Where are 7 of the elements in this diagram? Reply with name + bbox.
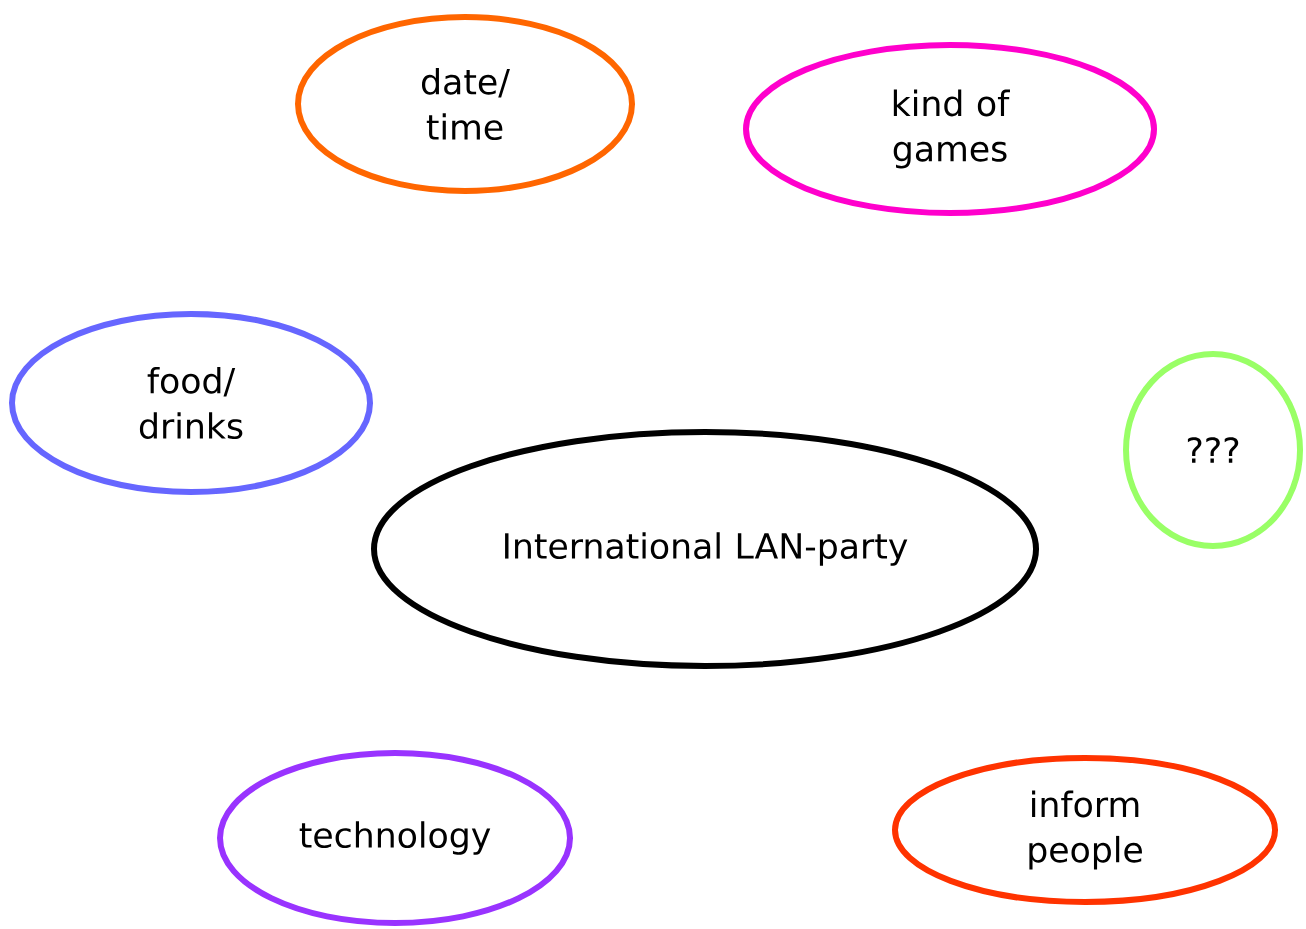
ellipse-node: technology (217, 750, 573, 926)
ellipse-node: kind of games (743, 42, 1157, 216)
ellipse-node: inform people (892, 755, 1278, 905)
ellipse-node: date/ time (295, 14, 635, 194)
ellipse-node: International LAN-party (371, 429, 1039, 669)
ellipse-node: ??? (1123, 351, 1303, 549)
ellipse-node: food/ drinks (9, 311, 373, 495)
